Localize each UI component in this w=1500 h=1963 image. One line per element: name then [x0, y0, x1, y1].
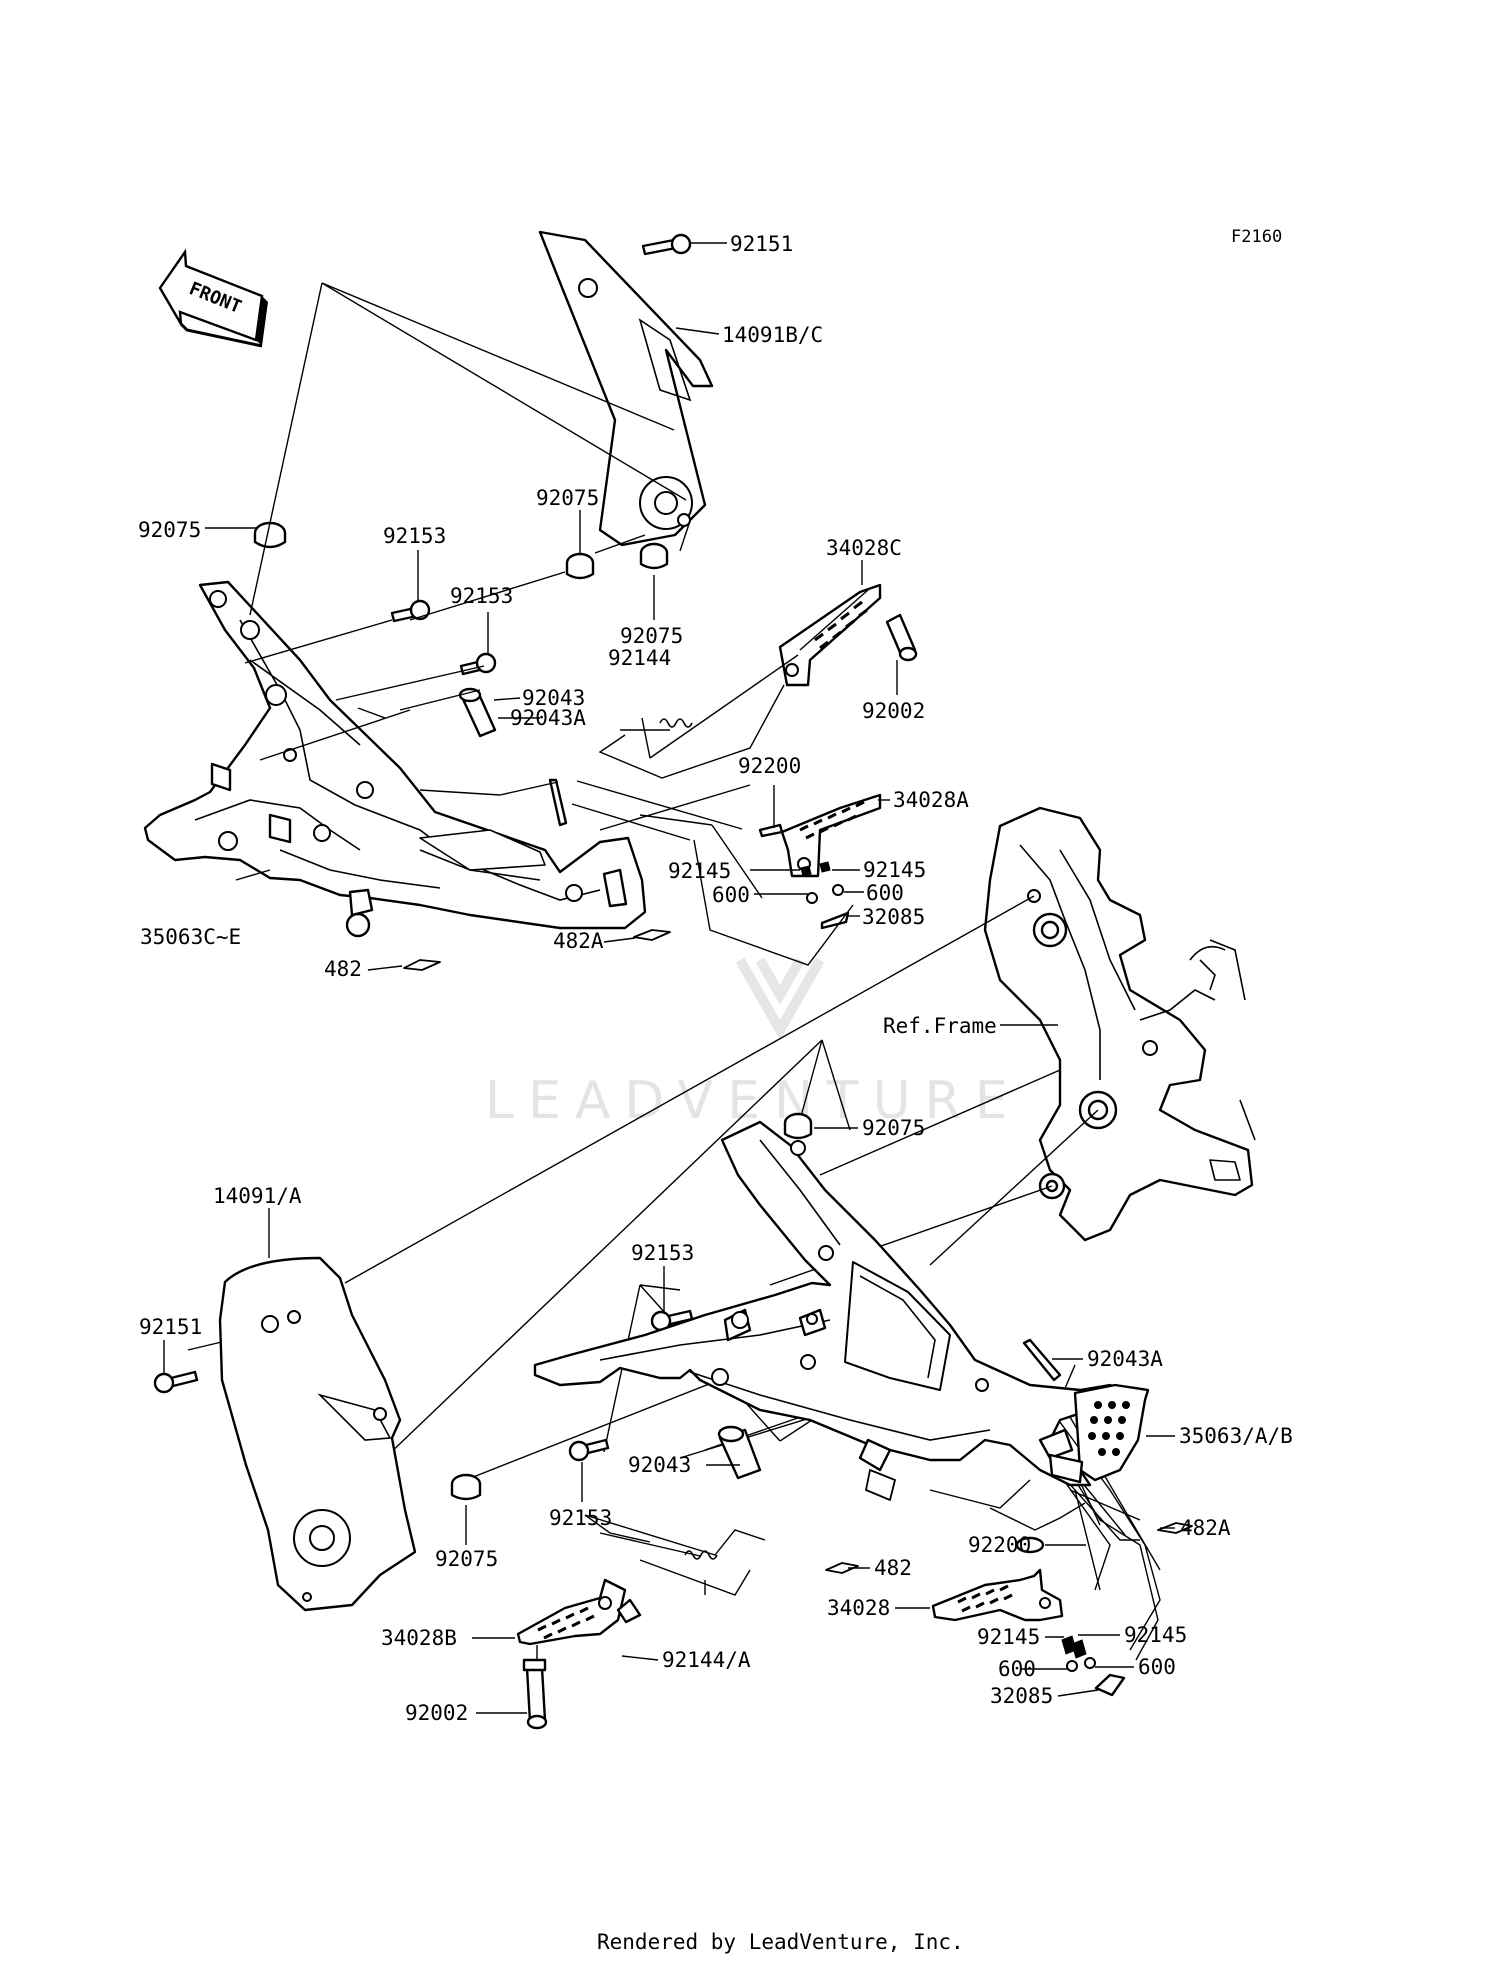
upper-footpeg-34028c [778, 583, 882, 687]
label-92002-lower: 92002 [405, 1701, 468, 1725]
label-92043a-lower: 92043A [1087, 1347, 1163, 1371]
upper-main-bracket [143, 580, 671, 971]
diagram-code: F2160 [1231, 227, 1282, 247]
upper-leader-lines [205, 242, 898, 971]
label-92144: 92144 [608, 646, 671, 670]
label-482a-lower: 482A [1180, 1516, 1231, 1540]
label-92145-lower-left: 92145 [977, 1625, 1040, 1649]
upper-heel-guard [538, 230, 714, 547]
label-92144a: 92144/A [662, 1648, 751, 1672]
label-92043a-upper: 92043A [510, 706, 586, 730]
label-35063ce: 35063C~E [140, 925, 241, 949]
label-92075-lower-bot: 92075 [435, 1547, 498, 1571]
lower-heel-guard [218, 1256, 417, 1612]
footer-credit: Rendered by LeadVenture, Inc. [597, 1930, 964, 1954]
label-14091bc: 14091B/C [722, 323, 823, 347]
label-92153-lower-top: 92153 [631, 1241, 694, 1265]
label-34028a: 34028A [893, 788, 969, 812]
label-92075-upper-left: 92075 [138, 518, 201, 542]
label-92075-lower-top: 92075 [862, 1116, 925, 1140]
label-482-lower: 482 [874, 1556, 912, 1580]
label-92043-lower: 92043 [628, 1453, 691, 1477]
label-34028c: 34028C [826, 536, 902, 560]
label-14091a: 14091/A [213, 1184, 302, 1208]
label-92151-lower: 92151 [139, 1315, 202, 1339]
label-482a-upper: 482A [553, 929, 604, 953]
label-32085-upper: 32085 [862, 905, 925, 929]
label-92075-upper-mid: 92075 [536, 486, 599, 510]
lower-labels: 92075 14091/A 92153 92151 92043A 35063/A… [139, 1116, 1293, 1725]
lower-footpeg-34028b [516, 1578, 642, 1730]
label-34028: 34028 [827, 1596, 890, 1620]
label-32085-lower: 32085 [990, 1684, 1053, 1708]
watermark-text: LEADVENTURE [485, 1071, 1022, 1131]
label-92043-upper: 92043 [522, 686, 585, 710]
label-92151-upper: 92151 [730, 232, 793, 256]
label-92145-lower-right: 92145 [1124, 1623, 1187, 1647]
label-34028b: 34028B [381, 1626, 457, 1650]
label-92153-lower-bot: 92153 [549, 1506, 612, 1530]
upper-explode-lines [244, 282, 854, 966]
lower-footpeg-34028 [931, 1568, 1126, 1697]
label-600-lower-left: 600 [998, 1657, 1036, 1681]
label-92145-upper-left: 92145 [668, 859, 731, 883]
watermark: LEADVENTURE [485, 957, 1022, 1131]
label-ref-frame: Ref.Frame [883, 1014, 997, 1038]
upper-fasteners [253, 233, 918, 827]
label-600-lower-right: 600 [1138, 1655, 1176, 1679]
lower-leader-lines [163, 1127, 1175, 1714]
label-92145-upper-right: 92145 [863, 858, 926, 882]
label-92002-upper: 92002 [862, 699, 925, 723]
label-35063ab: 35063/A/B [1179, 1424, 1293, 1448]
label-92075-upper-low: 92075 [620, 624, 683, 648]
lower-main-bracket [533, 1120, 1150, 1501]
label-600-upper-left: 600 [712, 883, 750, 907]
label-600-upper-right: 600 [866, 881, 904, 905]
upper-labels: 92151 14091B/C 92075 92075 92153 92153 9… [138, 232, 969, 981]
label-92200-lower: 92200 [968, 1533, 1031, 1557]
label-482-upper: 482 [324, 957, 362, 981]
front-arrow-icon: FRONT [158, 248, 268, 348]
label-92200-upper: 92200 [738, 754, 801, 778]
reference-frame: Ref.Frame [883, 806, 1256, 1242]
label-92153-upper-a: 92153 [383, 524, 446, 548]
label-92153-upper-b: 92153 [450, 584, 513, 608]
